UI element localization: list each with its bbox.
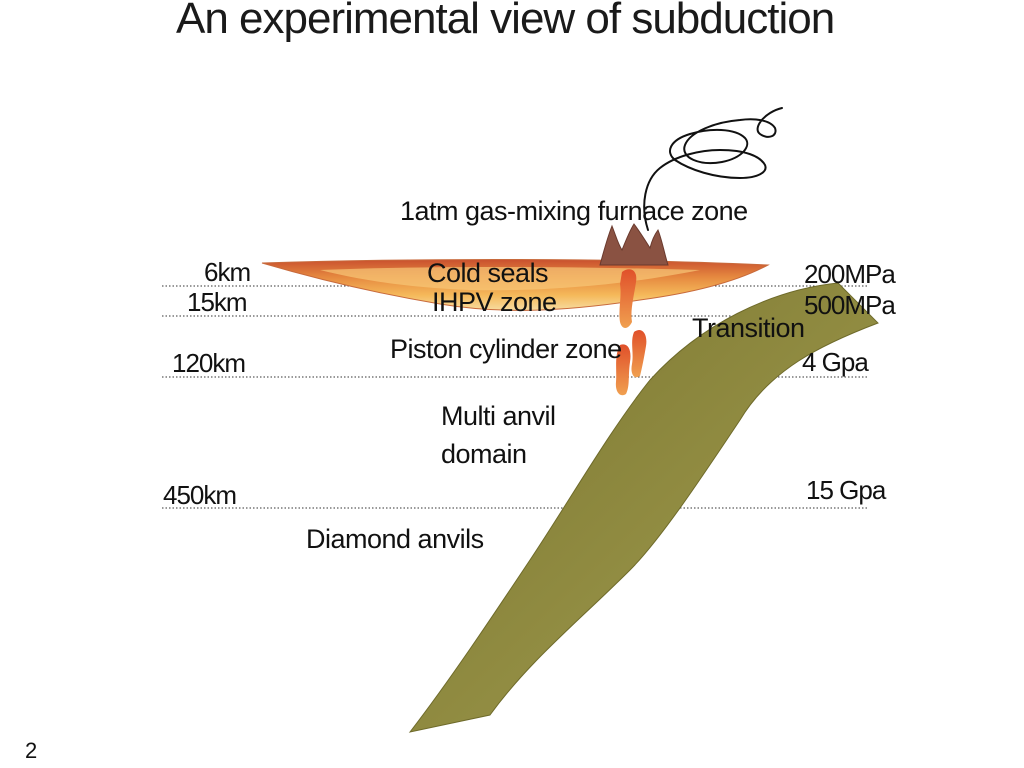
pressure-label-200mpa: 200MPa bbox=[804, 259, 896, 289]
zone-label-furnace: 1atm gas-mixing furnace zone bbox=[400, 196, 748, 226]
zone-label-transition: Transition bbox=[692, 313, 805, 343]
slide-title: An experimental view of subduction bbox=[176, 0, 835, 43]
pressure-label-15gpa: 15 Gpa bbox=[806, 475, 886, 505]
zone-label-ihpv: IHPV zone bbox=[432, 287, 557, 317]
zone-label-piston-cylinder: Piston cylinder zone bbox=[390, 334, 622, 364]
depth-label-6km: 6km bbox=[204, 257, 251, 287]
volcano-icon bbox=[599, 223, 669, 266]
depth-label-15km: 15km bbox=[187, 287, 248, 317]
magma-conduit-right bbox=[631, 329, 647, 378]
zone-label-diamond-anvils: Diamond anvils bbox=[306, 524, 484, 554]
crust-highlight bbox=[320, 267, 700, 291]
pressure-label-4gpa: 4 Gpa bbox=[802, 347, 869, 377]
depth-label-450km: 450km bbox=[163, 480, 237, 510]
depth-label-120km: 120km bbox=[172, 348, 246, 378]
page-number: 2 bbox=[25, 738, 38, 763]
zone-label-cold-seals: Cold seals bbox=[427, 258, 549, 288]
subducting-slab bbox=[408, 282, 879, 733]
zone-label-multi-anvil-line2: domain bbox=[441, 439, 527, 469]
eruption-plume-icon bbox=[643, 107, 783, 231]
zone-label-multi-anvil-line1: Multi anvil bbox=[441, 401, 556, 431]
magma-conduit-left bbox=[615, 344, 631, 396]
magma-conduit-upper bbox=[619, 269, 637, 328]
pressure-label-500mpa: 500MPa bbox=[804, 290, 896, 320]
